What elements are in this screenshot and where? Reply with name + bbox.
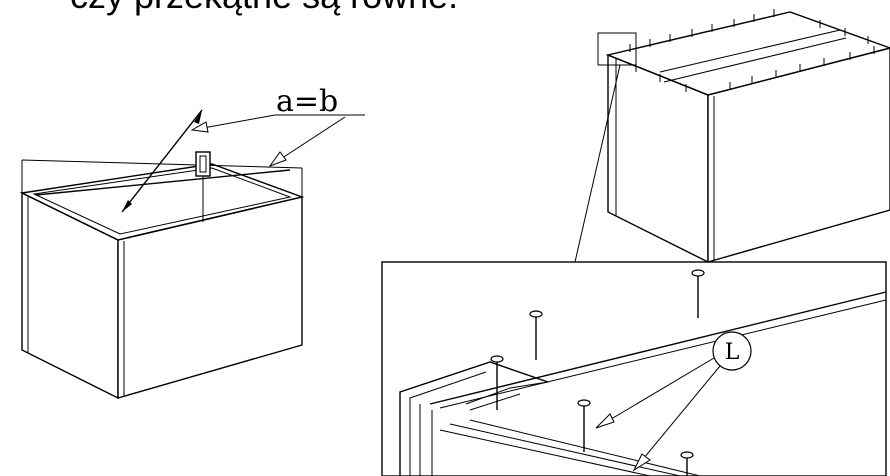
front-edge [469,419,701,476]
left-cabinet: a=b [19,84,365,400]
detail-highlight-box [597,32,637,66]
callout-circle [712,331,752,371]
reference-line [21,159,303,169]
side-panel-corner [399,361,549,476]
front-edge [439,429,651,476]
arrowhead [122,200,132,212]
callout-leader [595,357,715,429]
left-cabinet-top-inner [32,167,292,235]
arrowhead [268,151,287,168]
front-edge [449,423,681,476]
clamp-tool-detail [199,155,207,173]
right-cabinet [574,9,890,264]
detail-inset: L [381,261,887,476]
right-cabinet-side-panel [607,53,709,264]
callout-leader [633,365,721,471]
callout-label: L [725,340,740,365]
panel-seam [663,37,847,83]
side-panel-corner-inner [409,371,487,476]
nail [577,399,591,452]
panel-seam [659,29,841,73]
back-panel-edge-inner [439,299,887,409]
detail-frame [381,261,887,476]
nail [691,269,705,318]
nail-row [629,9,875,92]
arrowhead [595,413,615,429]
panel-groove [469,393,521,411]
detail-leader-line [574,64,621,263]
arrowhead [632,453,651,472]
nail [680,451,694,476]
right-cabinet-front-panel [707,47,890,263]
diagonal-b [35,169,291,196]
arrowhead [190,121,209,133]
nail [529,310,543,360]
back-panel-edge [429,291,887,405]
diagonal-a [121,109,203,213]
right-cabinet-back-panel [605,11,890,96]
panel-groove [465,381,549,405]
left-cabinet-side-panel [21,191,119,400]
left-cabinet-front-panel [117,196,303,399]
arrowhead [194,110,202,124]
diagonal-label: a=b [276,84,338,119]
instruction-heading: czy przekątne są równe. [70,0,458,14]
nail [490,355,504,410]
